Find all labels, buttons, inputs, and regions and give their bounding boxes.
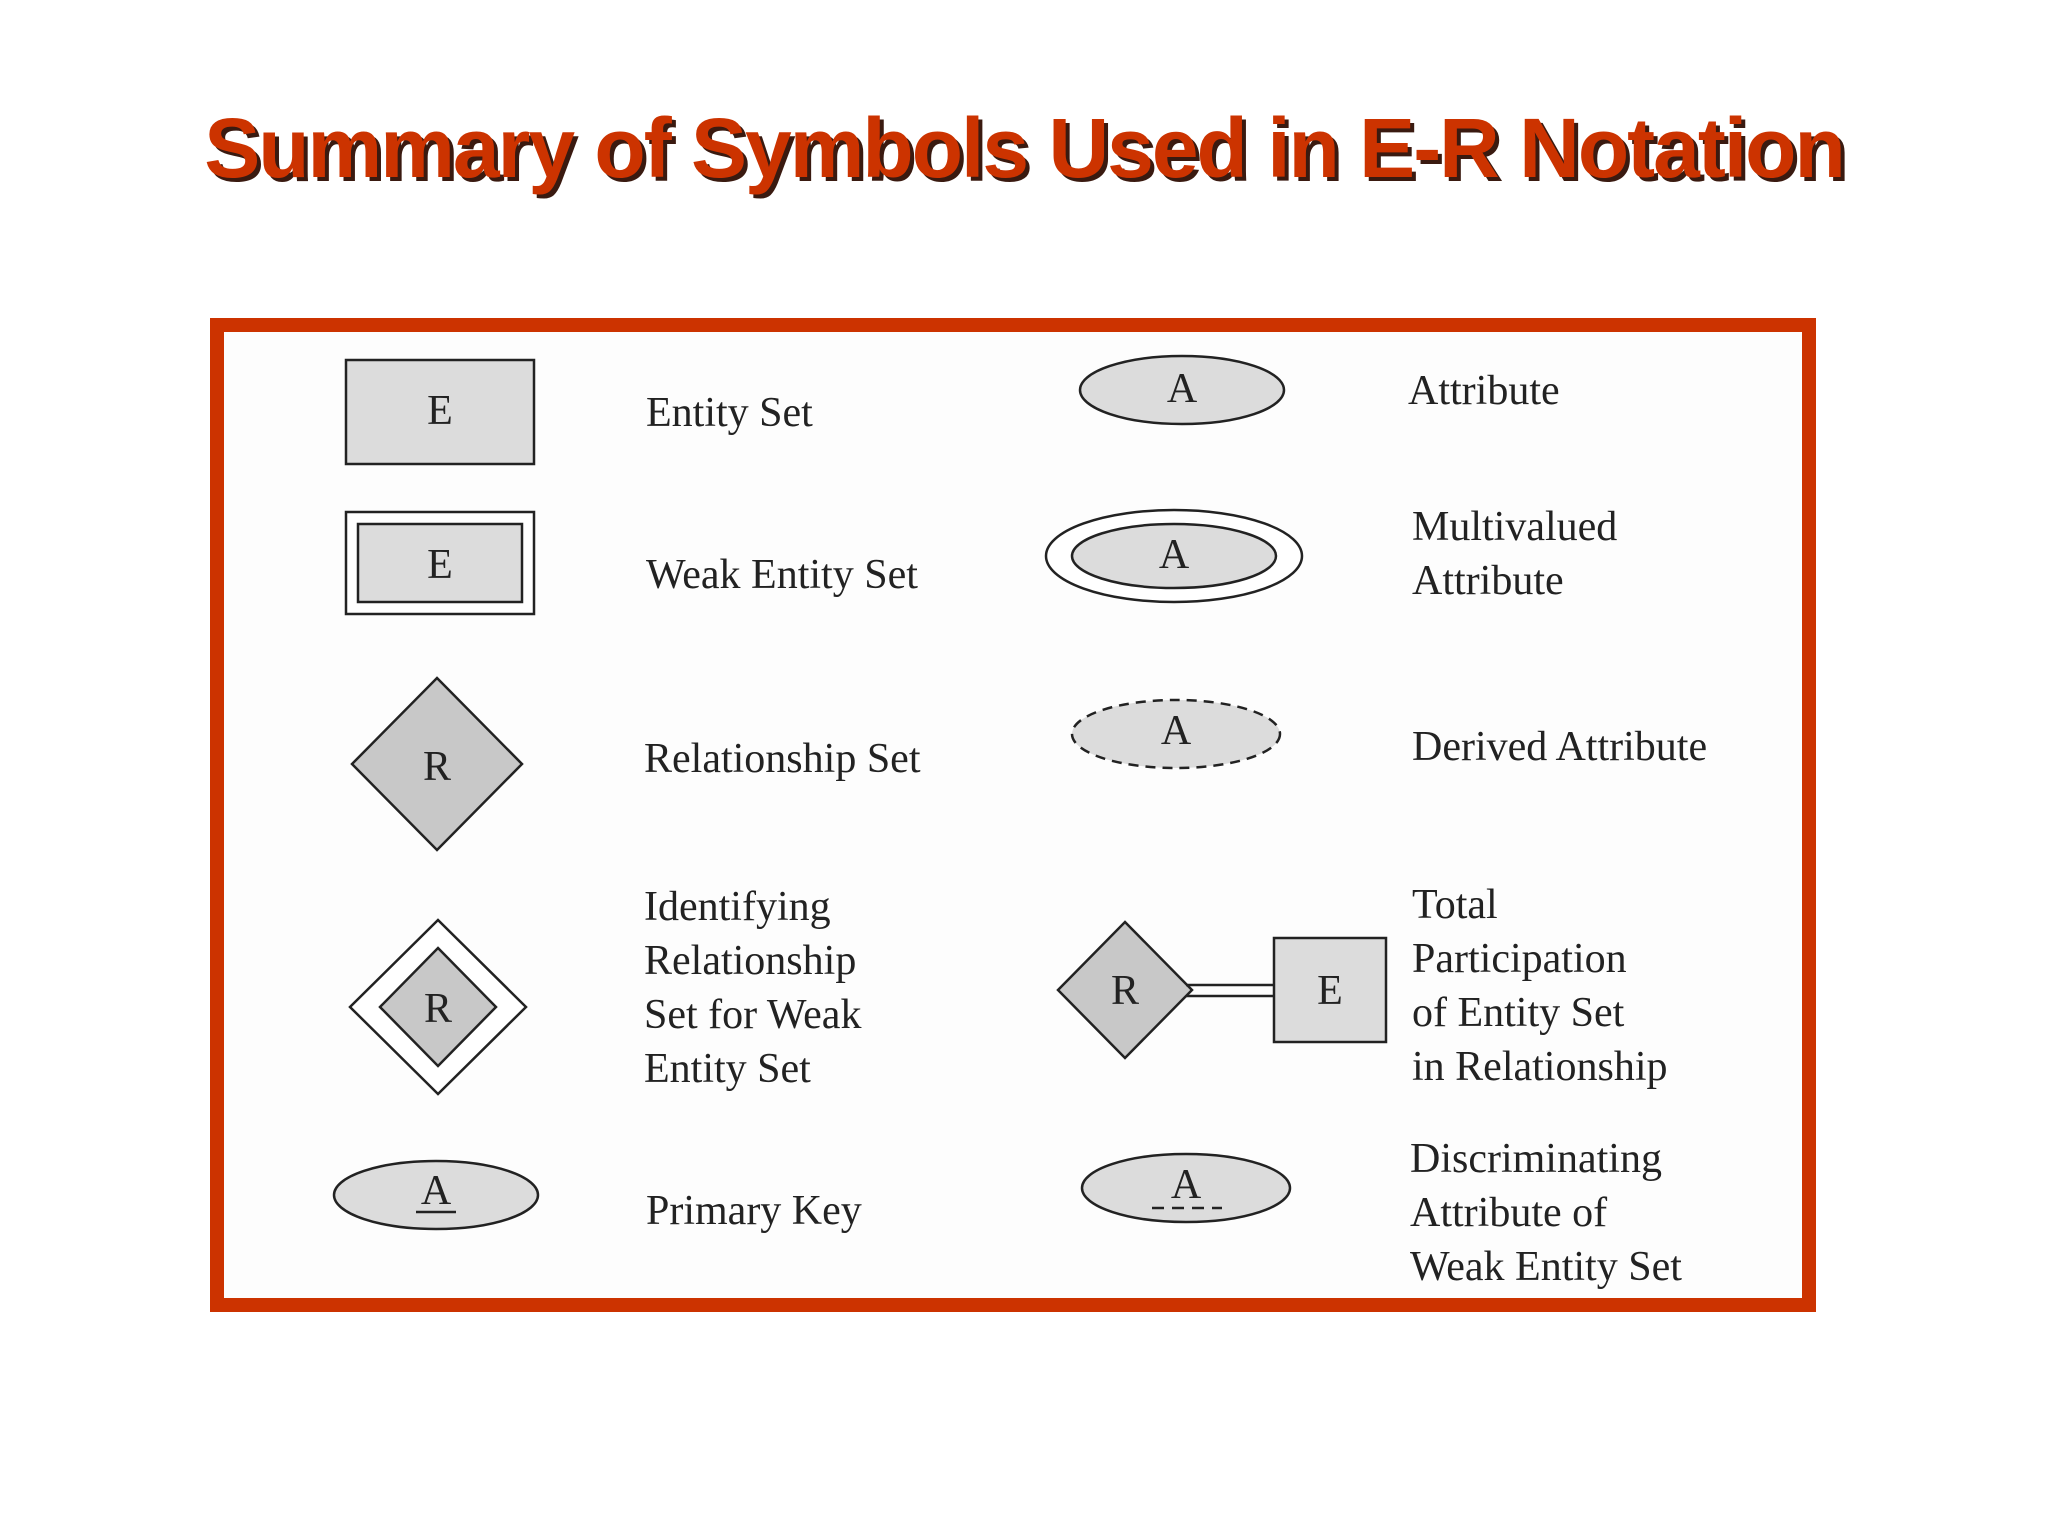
entity-set-label: Entity Set: [646, 390, 813, 436]
identifying-relationship-label: Identifying Relationship Set for Weak En…: [644, 884, 862, 1092]
derived-attribute-label: Derived Attribute: [1412, 724, 1708, 770]
discriminating-attribute-label: Discriminating Attribute of Weak Entity …: [1410, 1136, 1682, 1290]
total-participation-entity: [1272, 936, 1388, 1044]
entity-set-letter: E: [427, 388, 453, 434]
multivalued-letter: A: [1159, 532, 1190, 578]
weak-entity-letter: E: [427, 542, 453, 588]
attribute-letter: A: [1167, 366, 1198, 412]
primary-key-symbol: A: [332, 1159, 540, 1231]
multivalued-inner-ellipse: [1070, 522, 1278, 590]
total-participation-r-letter: R: [1111, 968, 1139, 1014]
derived-letter: A: [1161, 708, 1192, 754]
attribute-symbol: A: [1078, 354, 1286, 426]
discriminating-letter: A: [1171, 1162, 1202, 1208]
symbols-diagram: E E R R A A: [332, 354, 1388, 1231]
total-participation-diamond: [1056, 920, 1194, 1060]
identifying-letter: R: [424, 986, 452, 1032]
relationship-letter: R: [423, 744, 451, 790]
ellipse-icon: [1078, 354, 1286, 426]
multivalued-attribute-symbol: A: [1044, 508, 1304, 604]
relationship-set-symbol: R: [350, 676, 524, 852]
diamond-icon: [350, 676, 524, 852]
total-participation-e-letter: E: [1317, 968, 1343, 1014]
primary-key-letter: A: [421, 1168, 452, 1214]
derived-attribute-symbol: A: [1070, 698, 1282, 770]
dashed-ellipse-icon: [1070, 698, 1282, 770]
identifying-inner-diamond: [378, 946, 498, 1068]
rectangle-icon: [344, 358, 536, 466]
weak-entity-set-label: Weak Entity Set: [646, 552, 918, 598]
relationship-set-label: Relationship Set: [644, 736, 921, 782]
identifying-relationship-symbol: R: [348, 918, 528, 1096]
slide-title: Summary of Symbols Used in E-R Notation: [204, 101, 1846, 195]
primary-key-label: Primary Key: [646, 1188, 862, 1234]
weak-entity-set-symbol: E: [344, 510, 536, 616]
symbols-panel: E E R R A A: [210, 318, 1816, 1312]
underlined-ellipse-icon: [332, 1159, 540, 1231]
multivalued-attribute-label: Multivalued Attribute: [1412, 504, 1618, 604]
weak-entity-inner-rect: [356, 522, 524, 604]
dash-underlined-ellipse-icon: [1080, 1152, 1292, 1224]
entity-set-symbol: E: [344, 358, 536, 466]
total-participation-label: Total Participation of Entity Set in Rel…: [1412, 882, 1668, 1090]
total-participation-symbol: R E: [1056, 920, 1388, 1060]
attribute-label: Attribute: [1408, 368, 1560, 414]
discriminating-attribute-symbol: A: [1080, 1152, 1292, 1224]
